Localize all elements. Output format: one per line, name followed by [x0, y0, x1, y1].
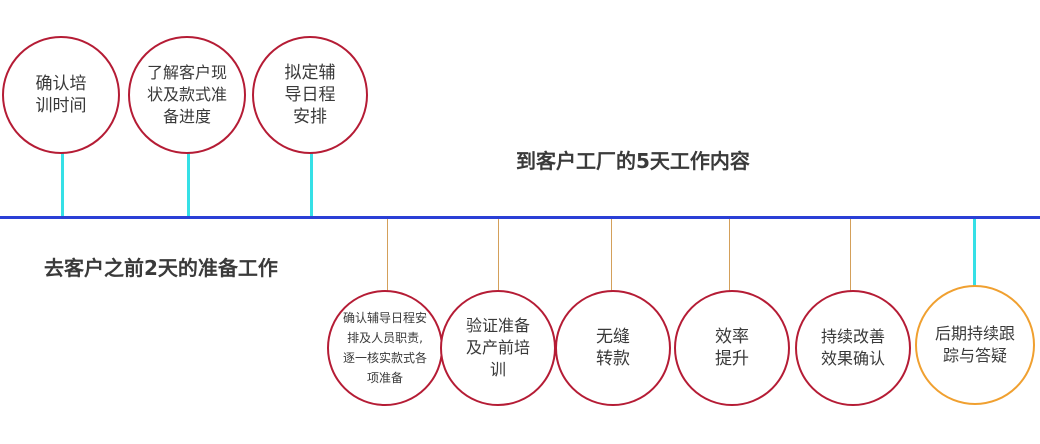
onsite-step-5-circle: 持续改善 效果确认 [795, 290, 911, 406]
pre-step-3-label: 拟定辅 导日程 安排 [284, 63, 336, 127]
onsite-step-2-label: 验证准备 及产前培 训 [465, 316, 530, 379]
onsite-step-4-circle: 效率 提升 [674, 290, 790, 406]
onsite-step-3-label: 无缝 转款 [596, 327, 630, 369]
pre-step-3-circle: 拟定辅 导日程 安排 [252, 36, 368, 154]
pre-step-1-circle: 确认培 训时间 [2, 36, 120, 154]
onsite-phase-title: 到客户工厂的5天工作内容 [516, 149, 750, 173]
onsite-step-2-stem [498, 219, 499, 291]
pre-step-2-label: 了解客户现 状及款式准 备进度 [146, 63, 227, 126]
onsite-step-1-stem [387, 219, 388, 291]
onsite-step-1-label: 确认辅导日程安 排及人员职责, 逐一核实款式各 项准备 [342, 311, 427, 385]
onsite-step-6-circle: 后期持续跟 踪与答疑 [915, 285, 1035, 405]
onsite-step-5-stem [850, 219, 851, 291]
onsite-step-4-label: 效率 提升 [715, 327, 749, 369]
pre-step-3-stem [310, 150, 313, 217]
onsite-step-4-stem [729, 219, 730, 291]
onsite-step-6-stem [973, 219, 976, 287]
pre-visit-phase-title: 去客户之前2天的准备工作 [44, 256, 278, 280]
onsite-step-5-label: 持续改善 效果确认 [820, 327, 885, 368]
onsite-step-3-circle: 无缝 转款 [555, 290, 671, 406]
onsite-step-2-circle: 验证准备 及产前培 训 [440, 290, 556, 406]
pre-step-2-stem [187, 150, 190, 217]
pre-step-2-circle: 了解客户现 状及款式准 备进度 [128, 36, 246, 154]
pre-step-1-stem [61, 150, 64, 217]
onsite-step-3-stem [611, 219, 612, 291]
timeline-axis [0, 216, 1040, 219]
pre-step-1-label: 确认培 训时间 [35, 74, 87, 116]
onsite-step-1-circle: 确认辅导日程安 排及人员职责, 逐一核实款式各 项准备 [327, 290, 443, 406]
onsite-step-6-label: 后期持续跟 踪与答疑 [934, 324, 1015, 365]
